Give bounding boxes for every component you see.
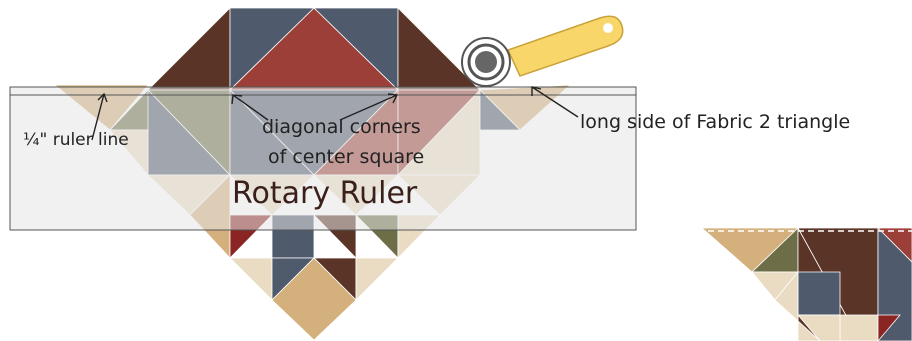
patch-light <box>840 315 878 341</box>
ruler-line-label: ¼" ruler line <box>23 130 129 150</box>
diagonal-label-2: of center square <box>268 146 424 168</box>
rotary-ruler-label: Rotary Ruler <box>232 176 418 211</box>
patch-light <box>230 258 272 300</box>
quilt-block-right <box>702 228 912 341</box>
diagonal-label-1: diagonal corners <box>262 116 421 138</box>
patch-slate <box>798 272 840 315</box>
patch-dark-brown <box>148 8 230 90</box>
rotary-cutter-icon <box>462 16 623 86</box>
long-side-label: long side of Fabric 2 triangle <box>580 111 850 133</box>
patch-light <box>356 258 398 300</box>
